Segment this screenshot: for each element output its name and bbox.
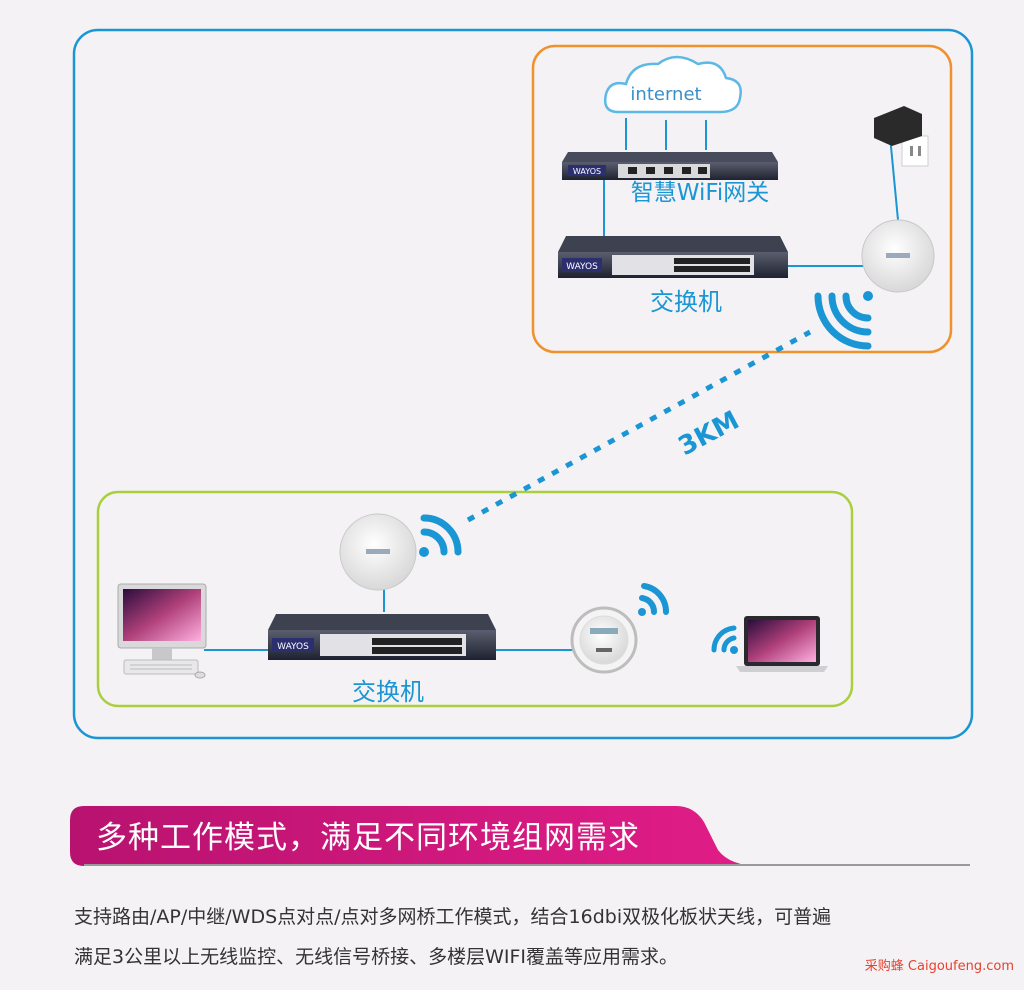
panel-wifi-signal-icon xyxy=(638,583,670,616)
internet-cloud-icon xyxy=(604,55,742,114)
distance-label: 3KM xyxy=(674,405,745,462)
outer-frame xyxy=(72,28,974,740)
connection-lines xyxy=(204,118,899,651)
desktop-computer-icon xyxy=(117,583,207,679)
top-wifi-signal-icon xyxy=(814,291,873,350)
bottom-site-box xyxy=(96,490,854,708)
bottom-access-point-icon xyxy=(339,513,417,591)
bottom-switch-label: 交换机 xyxy=(352,678,424,706)
section-banner xyxy=(70,806,970,866)
laptop-wifi-signal-icon xyxy=(711,625,738,654)
top-switch-device-icon: WAYOS xyxy=(558,236,788,278)
banner-title: 多种工作模式，满足不同环境组网需求 xyxy=(96,820,640,856)
cloud-label: internet xyxy=(630,84,701,105)
bottom-switch-device-icon: WAYOS xyxy=(268,614,496,660)
panel-access-point-icon xyxy=(570,606,638,674)
gateway-label: 智慧WiFi网关 xyxy=(631,180,770,206)
wireless-bridge-link xyxy=(466,329,812,523)
power-adapter-icon xyxy=(874,106,929,167)
watermark: 采购蜂 Caigoufeng.com xyxy=(864,959,1014,974)
gateway-device-icon: WAYOS xyxy=(562,152,778,180)
top-site-box xyxy=(531,44,953,354)
top-access-point-icon xyxy=(861,219,935,293)
bottom-wifi-signal-icon xyxy=(419,514,462,557)
laptop-icon xyxy=(736,616,828,672)
svg-text:WAYOS: WAYOS xyxy=(277,642,309,652)
svg-text:WAYOS: WAYOS xyxy=(566,262,598,272)
description-line-2: 满足3公里以上无线监控、无线信号桥接、多楼层WIFI覆盖等应用需求。 xyxy=(74,946,679,968)
svg-text:WAYOS: WAYOS xyxy=(573,167,601,176)
top-switch-label: 交换机 xyxy=(650,288,722,316)
description-line-1: 支持路由/AP/中继/WDS点对点/点对多网桥工作模式，结合16dbi双极化板状… xyxy=(74,906,832,928)
